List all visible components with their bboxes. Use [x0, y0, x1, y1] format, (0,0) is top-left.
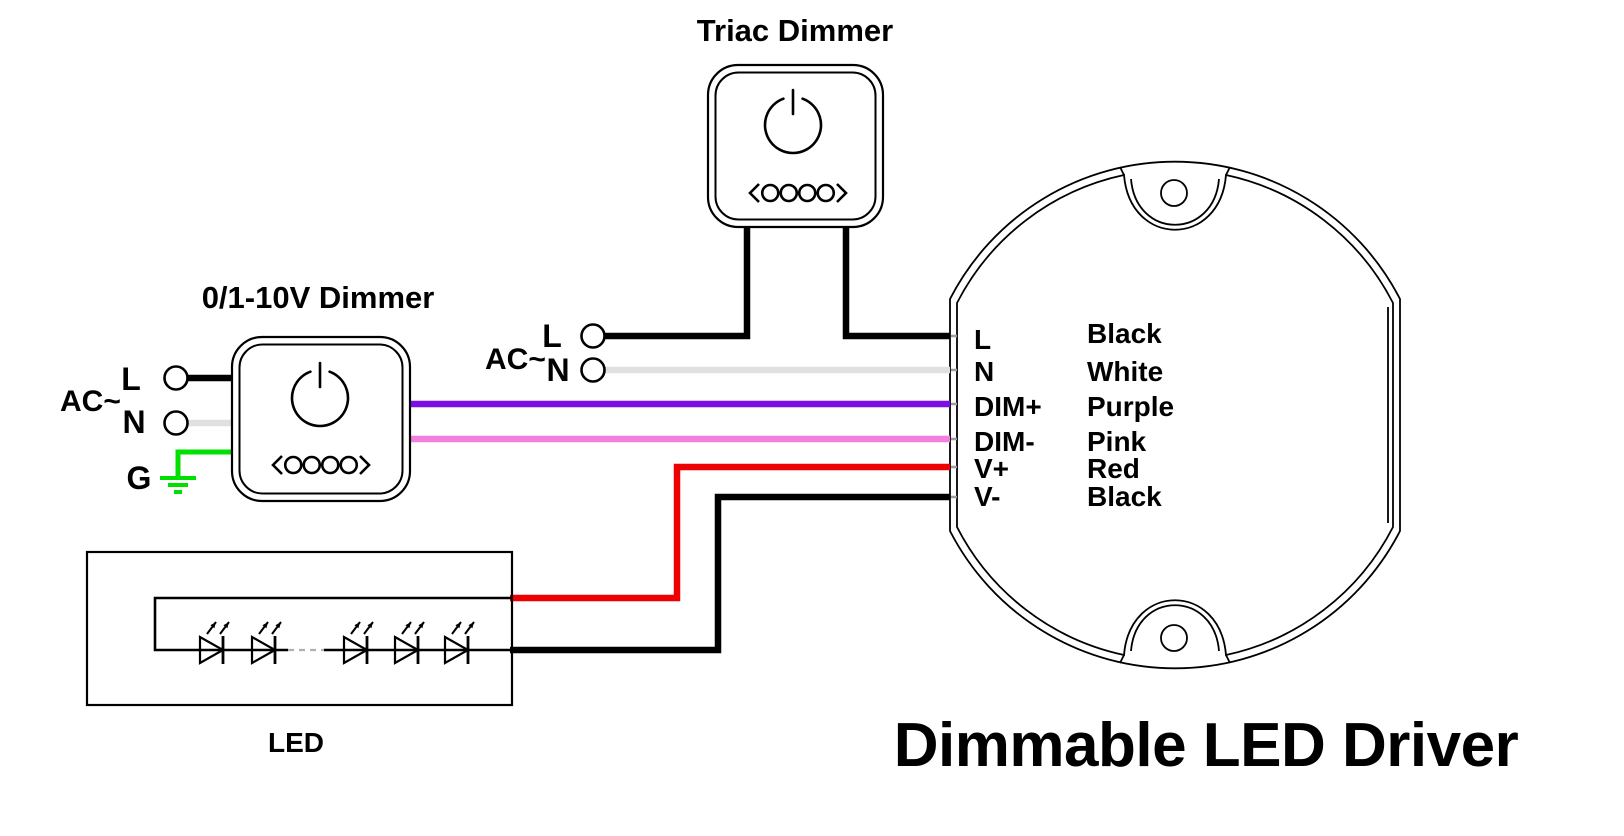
- driver-mounting-hole-top: [1160, 179, 1188, 207]
- led-diode-icon: [393, 620, 426, 666]
- ac-left-l-label: L: [121, 361, 141, 397]
- wire-ground-green: [160, 449, 234, 494]
- ac-left-g-label: G: [127, 460, 152, 496]
- driver-wire-color-labels: Black White Purple Pink Red Black: [1087, 318, 1174, 512]
- wire-v-minus-black: [510, 493, 950, 654]
- driver-outline-outer: [949, 160, 1401, 670]
- driver-mounting-hole-bottom: [1160, 624, 1188, 652]
- terminal-circle-left-l: [163, 365, 189, 391]
- led-diode-icon: [198, 620, 231, 666]
- terminal-label-v-plus: V+: [974, 453, 1009, 484]
- ac-mid-n-label: N: [546, 352, 569, 388]
- ac-terminals: [163, 323, 606, 436]
- driver-terminal-labels: L N DIM+ DIM- V+ V-: [974, 324, 1042, 512]
- triac-dimmer-title: Triac Dimmer: [697, 13, 893, 48]
- terminal-label-dim-plus: DIM+: [974, 391, 1042, 422]
- terminal-label-l: L: [974, 324, 991, 355]
- driver-scallop-ticks: [1119, 166, 1231, 664]
- terminal-label-n: N: [974, 356, 994, 387]
- ac-left-label: AC~: [60, 385, 121, 418]
- led-driver-body: [949, 160, 1401, 670]
- led-outer-box: [85, 550, 514, 707]
- driver-terminal-ticks: [951, 334, 957, 499]
- wire-color-label-dim-minus: Pink: [1087, 426, 1147, 457]
- led-diode-icon: [342, 620, 375, 666]
- ac-left-n-label: N: [122, 404, 145, 440]
- terminal-label-v-minus: V-: [974, 481, 1000, 512]
- led-strip-box: [85, 550, 514, 707]
- ac-mid-l-label: L: [542, 318, 562, 354]
- terminal-circle-left-n: [163, 410, 189, 436]
- terminal-circle-mid-l: [580, 323, 606, 349]
- led-diode-icon: [443, 620, 476, 666]
- led-label: LED: [268, 727, 324, 758]
- zero-ten-dimmer-box: [230, 335, 412, 503]
- terminal-circle-mid-n: [580, 357, 606, 383]
- driver-scallop-bottom-inner-line: [1130, 604, 1220, 652]
- ground-icon: [160, 476, 196, 494]
- wire-color-label-v-minus: Black: [1087, 481, 1162, 512]
- wire-color-label-n: White: [1087, 356, 1163, 387]
- wire-color-label-v-plus: Red: [1087, 453, 1140, 484]
- ac-mid-label: AC~: [485, 343, 546, 376]
- led-diode-icon: [250, 620, 283, 666]
- zero-ten-dimmer-title: 0/1-10V Dimmer: [202, 280, 435, 315]
- wire-v-plus-red: [510, 463, 950, 602]
- driver-scallop-top-inner-line: [1130, 178, 1220, 226]
- terminal-label-dim-minus: DIM-: [974, 426, 1035, 457]
- wire-color-label-dim-plus: Purple: [1087, 391, 1174, 422]
- driver-title: Dimmable LED Driver: [894, 711, 1519, 780]
- wires: [160, 227, 950, 654]
- triac-dimmer-box: [706, 63, 885, 229]
- wire-live-black: [605, 227, 950, 340]
- wire-color-label-l: Black: [1087, 318, 1162, 349]
